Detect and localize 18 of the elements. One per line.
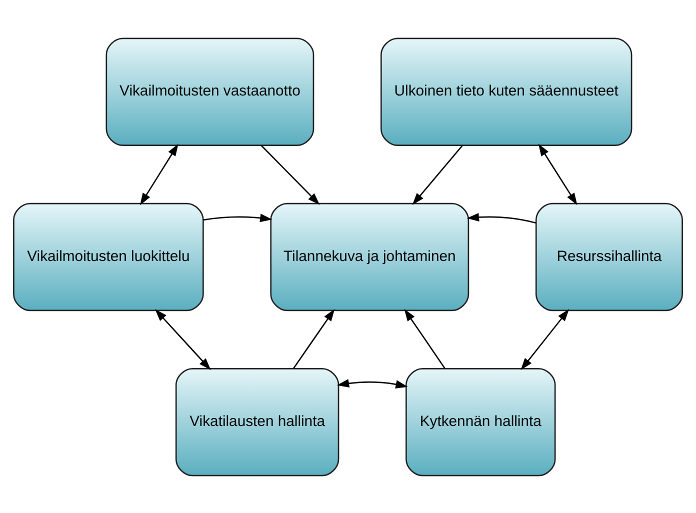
arrow [140,143,178,205]
arrow [203,213,272,222]
arrow [412,144,463,205]
arrow [260,144,320,204]
node-box: Vikatilausten hallinta [175,367,340,476]
node-box: Kytkennän hallinta [406,367,556,476]
node-box: Vikailmoitusten luokittelu [13,202,204,311]
arrow [538,143,578,205]
arrow [466,212,536,224]
node-box: Vikailmoitusten vastaanotto [106,37,314,146]
arrow [404,308,446,368]
arrow [336,378,408,388]
arrow [292,308,335,368]
arrow [154,308,211,370]
node-box: Tilannekuva ja johtaminen [270,202,470,311]
node-box: Resurssihallinta [535,202,683,311]
arrow [520,308,570,370]
node-box: Ulkoinen tieto kuten sääennusteet [380,37,632,146]
